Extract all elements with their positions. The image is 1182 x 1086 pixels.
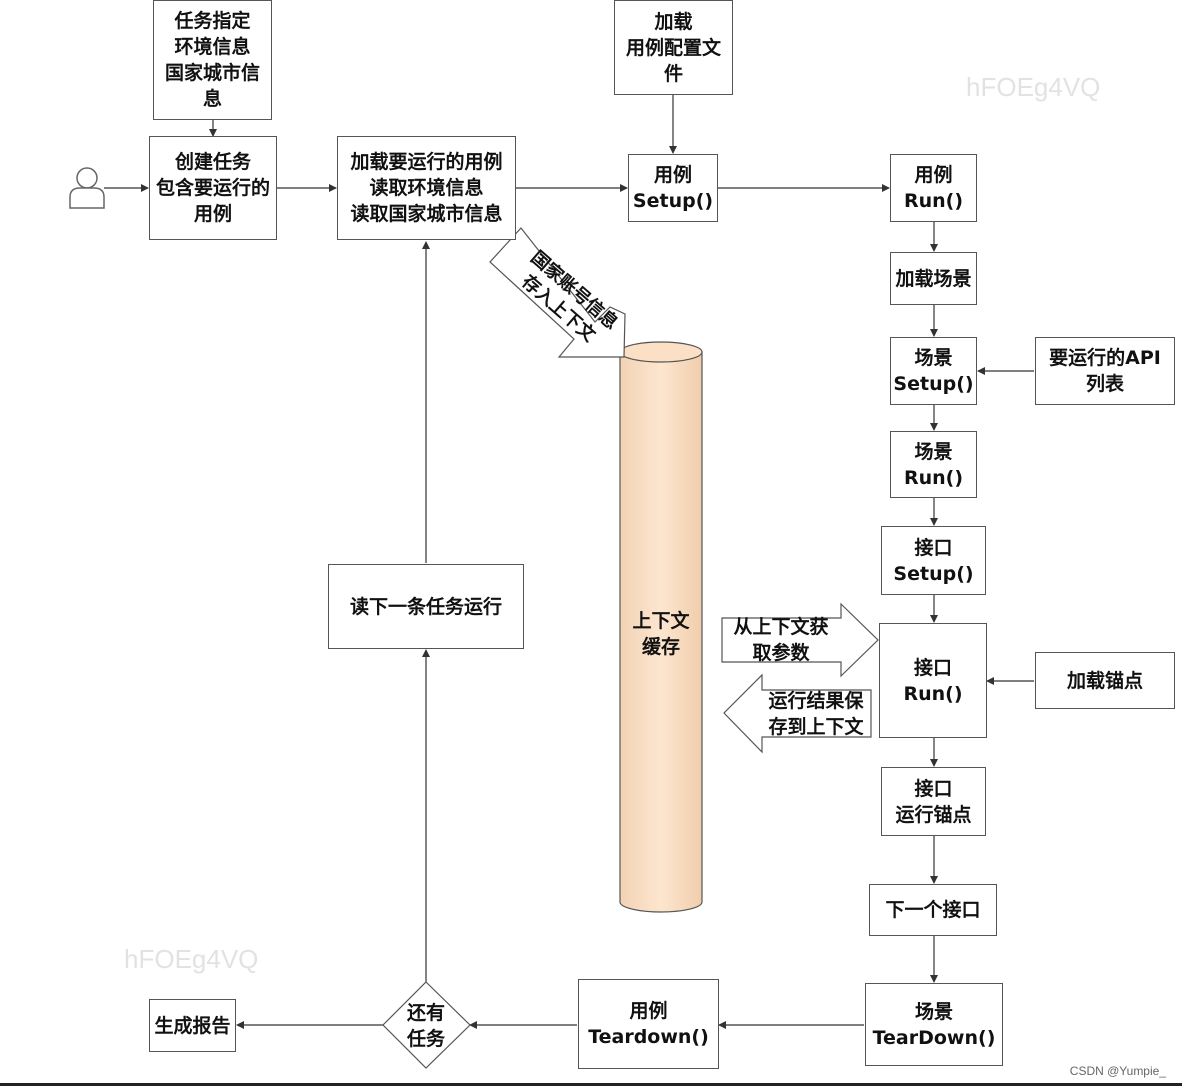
load-case-config-line: 用例配置文	[625, 36, 721, 59]
task-spec-line: 任务指定	[174, 10, 251, 32]
context-cache-line: 缓存	[641, 636, 680, 658]
scene-run-box: 场景 Run()	[890, 431, 977, 498]
watermark: hFOEg4VQ	[124, 944, 259, 974]
context-cache-cylinder	[619, 341, 703, 913]
create-task-line: 用例	[193, 203, 232, 225]
case-teardown-box: 用例 Teardown()	[578, 979, 719, 1069]
create-task-line: 创建任务	[174, 151, 251, 173]
load-cases-line: 加载要运行的用例	[350, 151, 503, 173]
api-list-line: 要运行的API	[1049, 347, 1161, 369]
iface-run-box: 接口 Run()	[879, 623, 987, 738]
fetch-params-label: 从上下文获 取参数	[722, 614, 840, 666]
api-list-box: 要运行的API 列表	[1035, 337, 1175, 405]
scene-setup-line: 场景	[914, 347, 953, 369]
next-iface-box: 下一个接口	[869, 884, 997, 936]
read-next-task-box: 读下一条任务运行	[328, 564, 524, 649]
save-results-label: 运行结果保 存到上下文	[760, 688, 872, 740]
iface-run-anchor-box: 接口 运行锚点	[881, 767, 986, 836]
load-cases-line: 读取环境信息	[369, 177, 484, 199]
load-scene-box: 加载场景	[890, 252, 977, 305]
fetch-params-line: 取参数	[752, 642, 810, 664]
case-teardown-line: 用例	[629, 1000, 668, 1022]
gen-report-line: 生成报告	[154, 1014, 231, 1037]
save-results-line: 运行结果保	[768, 690, 864, 712]
read-next-task-line: 读下一条任务运行	[349, 595, 502, 618]
context-cache-label: 上下文 缓存	[620, 608, 702, 660]
iface-setup-line: Setup()	[893, 562, 974, 585]
task-spec-line: 环境信息	[174, 36, 251, 58]
fetch-params-line: 从上下文获	[733, 616, 829, 638]
scene-run-line: Run()	[903, 466, 964, 489]
create-task-line: 包含要运行的	[155, 177, 270, 199]
task-spec-box: 任务指定 环境信息 国家城市信 息	[153, 0, 272, 120]
load-case-config-line: 加载	[654, 10, 693, 33]
save-results-line: 存到上下文	[768, 716, 864, 738]
create-task-box: 创建任务 包含要运行的 用例	[149, 136, 277, 240]
more-tasks-line: 还有	[406, 1002, 445, 1024]
iface-setup-box: 接口 Setup()	[881, 526, 986, 595]
iface-run-line: Run()	[903, 682, 963, 705]
scene-teardown-box: 场景 TearDown()	[865, 983, 1003, 1066]
load-anchor-line: 加载锚点	[1066, 669, 1143, 692]
store-account-arrow	[489, 227, 626, 358]
case-setup-box: 用例 Setup()	[628, 154, 718, 222]
decision-diamond	[382, 981, 471, 1069]
watermark: hFOEg4VQ	[966, 72, 1101, 102]
iface-run-anchor-line: 运行锚点	[895, 803, 972, 826]
connectors	[104, 95, 1034, 1029]
load-scene-line: 加载场景	[895, 267, 972, 290]
case-teardown-line: Teardown()	[588, 1026, 709, 1048]
load-case-config-line: 件	[663, 62, 683, 85]
context-cache-line: 上下文	[632, 610, 690, 632]
iface-run-line: 接口	[913, 656, 952, 679]
more-tasks-line: 任务	[406, 1028, 445, 1050]
load-case-config-box: 加载 用例配置文 件	[614, 0, 733, 95]
scene-run-line: 场景	[914, 440, 953, 463]
case-setup-line: 用例	[653, 164, 692, 186]
case-run-line: 用例	[914, 164, 953, 186]
case-run-box: 用例 Run()	[890, 154, 977, 222]
scene-setup-box: 场景 Setup()	[890, 337, 977, 405]
api-list-line: 列表	[1085, 373, 1124, 395]
gen-report-box: 生成报告	[149, 999, 236, 1052]
more-tasks-label: 还有 任务	[396, 1000, 456, 1052]
bottom-border	[0, 1083, 1182, 1086]
case-setup-line: Setup()	[632, 190, 714, 212]
task-spec-line: 息	[202, 88, 222, 110]
fetch-params-arrow	[721, 602, 879, 678]
task-spec-line: 国家城市信	[164, 62, 260, 84]
save-results-arrow	[723, 673, 872, 754]
iface-setup-line: 接口	[914, 536, 953, 559]
scene-teardown-line: 场景	[914, 1000, 953, 1023]
load-cases-line: 读取国家城市信息	[350, 203, 503, 225]
user-icon	[69, 167, 105, 209]
case-run-line: Run()	[903, 190, 964, 212]
load-cases-box: 加载要运行的用例 读取环境信息 读取国家城市信息	[337, 136, 516, 240]
iface-run-anchor-line: 接口	[914, 777, 953, 800]
scene-setup-line: Setup()	[893, 373, 974, 395]
load-anchor-box: 加载锚点	[1035, 652, 1175, 709]
scene-teardown-line: TearDown()	[872, 1026, 996, 1049]
next-iface-line: 下一个接口	[885, 899, 981, 921]
footer-credit: CSDN @Yumpie_	[1069, 1064, 1166, 1078]
